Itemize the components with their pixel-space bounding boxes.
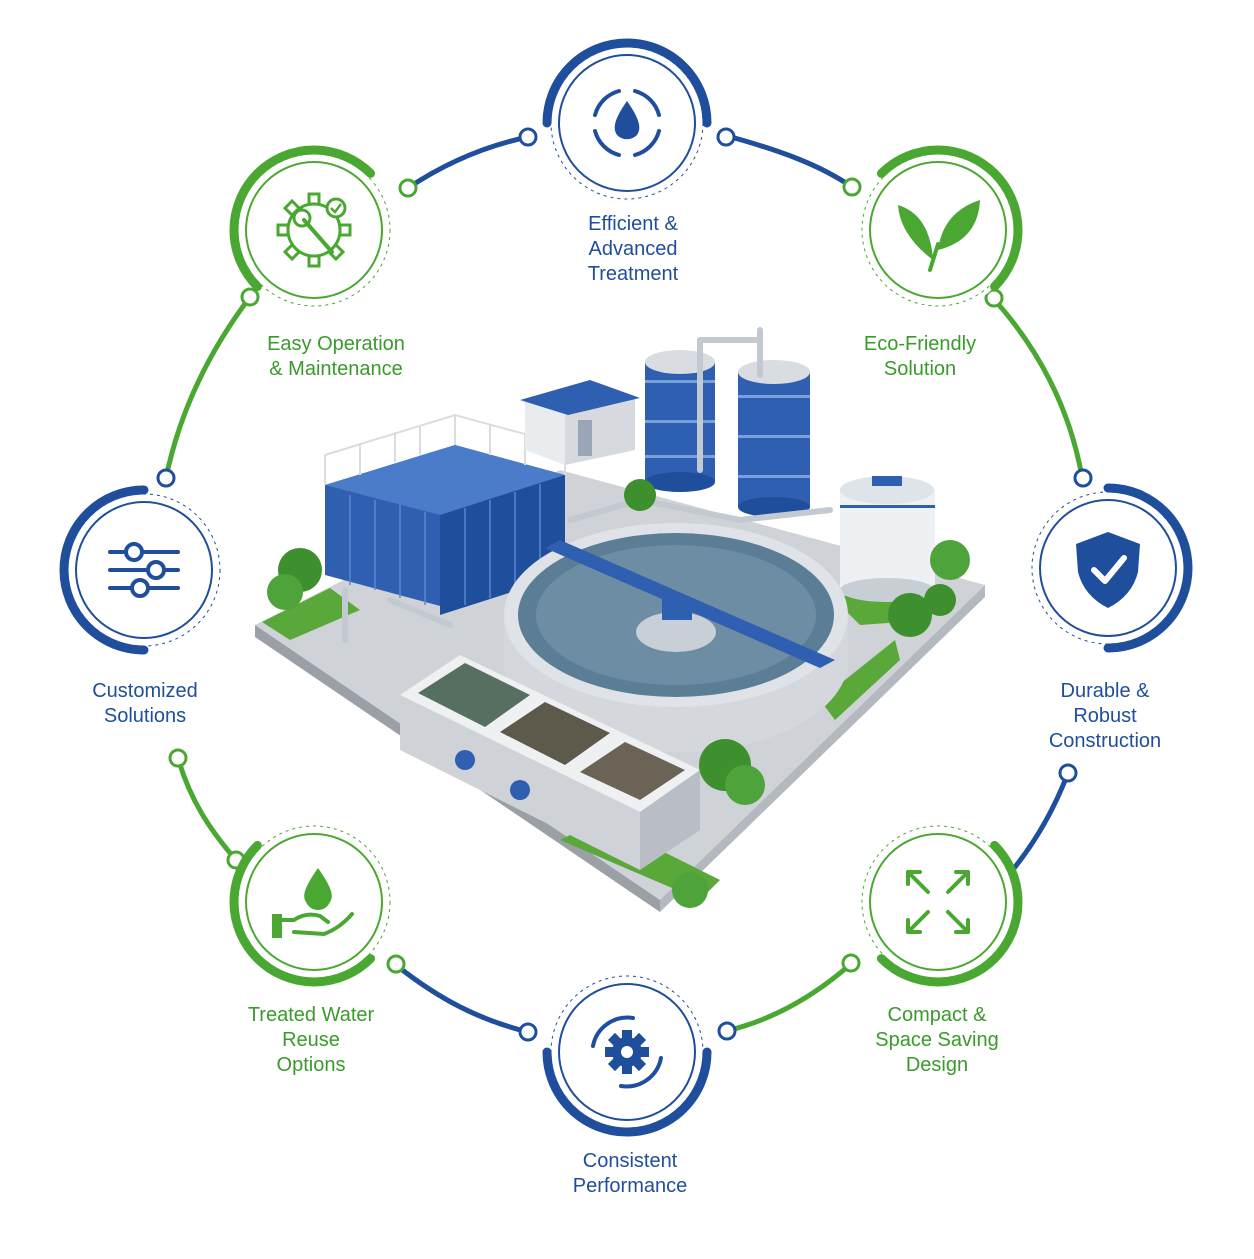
gear-cycle-icon [591, 1015, 663, 1089]
connector-dot [518, 127, 538, 147]
arc-green-left-bottom [175, 755, 239, 863]
feature-label-line: Options [276, 1054, 346, 1076]
connector-dot [518, 1022, 538, 1042]
feature-badge-reuse [229, 821, 395, 987]
clarifier-tank [504, 523, 848, 752]
sliders-icon [108, 542, 180, 598]
feature-label-line: Reuse [282, 1029, 340, 1051]
feature-badge-consistent [542, 971, 712, 1137]
feature-badge-eco [857, 145, 1023, 311]
feature-label-line: Robust [1073, 705, 1137, 727]
feature-badge-durable [1027, 483, 1193, 653]
connector-dot [716, 127, 736, 147]
feature-label-line: Construction [1048, 730, 1162, 752]
water-drop-cycle-icon [593, 89, 661, 157]
feature-label-line: Easy Operation [267, 333, 405, 355]
arc-blue-top-left [405, 134, 531, 191]
connector-dot [841, 953, 861, 973]
silo [738, 360, 810, 517]
feature-label-line: & Maintenance [269, 358, 403, 380]
trees [267, 479, 970, 908]
feature-label-line: Consistent [582, 1150, 678, 1172]
settling-basins [400, 655, 700, 870]
feature-label-line: Treated Water [247, 1004, 375, 1026]
feature-label-line: Solution [883, 358, 957, 380]
feature-label-line: Efficient & [588, 213, 678, 235]
connector-dot [240, 287, 260, 307]
feature-label-line: Treatment [587, 263, 679, 285]
feature-label-line: Eco-Friendly [863, 333, 977, 355]
connector-dot [168, 748, 188, 768]
connector-dot [717, 1021, 737, 1041]
arc-green-right-top [989, 294, 1085, 480]
feature-label-easy: Easy Operation & Maintenance [267, 332, 405, 382]
feature-label-line: Design [905, 1054, 969, 1076]
feature-label-line: Compact & [887, 1004, 987, 1026]
hand-water-drop-icon [272, 868, 354, 938]
feature-badge-customized [59, 485, 225, 655]
feature-badge-efficient [542, 38, 712, 204]
connector-dot [1073, 468, 1093, 488]
feature-label-line: Space Saving [875, 1029, 999, 1051]
feature-badge-compact [857, 821, 1023, 987]
arc-blue-bottom-left [393, 962, 531, 1035]
water-treatment-plant-illustration [255, 327, 985, 912]
shield-check-icon [1076, 532, 1140, 608]
gear-wrench-icon [276, 192, 352, 268]
feature-label-line: Solutions [103, 705, 187, 727]
connector-dot [156, 468, 176, 488]
feature-label-line: Customized [92, 680, 198, 702]
feature-badge-easy [229, 145, 395, 311]
leaves-icon [898, 200, 980, 272]
arc-green-bottom-right [727, 960, 855, 1033]
white-tank [840, 476, 935, 602]
connector-dot [1058, 763, 1078, 783]
feature-label-line: Performance [572, 1175, 688, 1197]
connector-dot [842, 177, 862, 197]
arc-green-left-top [163, 294, 253, 481]
arc-blue-top-right [717, 131, 855, 190]
connector-dot [398, 178, 418, 198]
feature-label-line: Advanced [588, 238, 678, 260]
feature-label-line: Durable & [1060, 680, 1150, 702]
silo [645, 350, 715, 492]
expand-arrows-icon [906, 870, 970, 934]
connector-dot [386, 954, 406, 974]
